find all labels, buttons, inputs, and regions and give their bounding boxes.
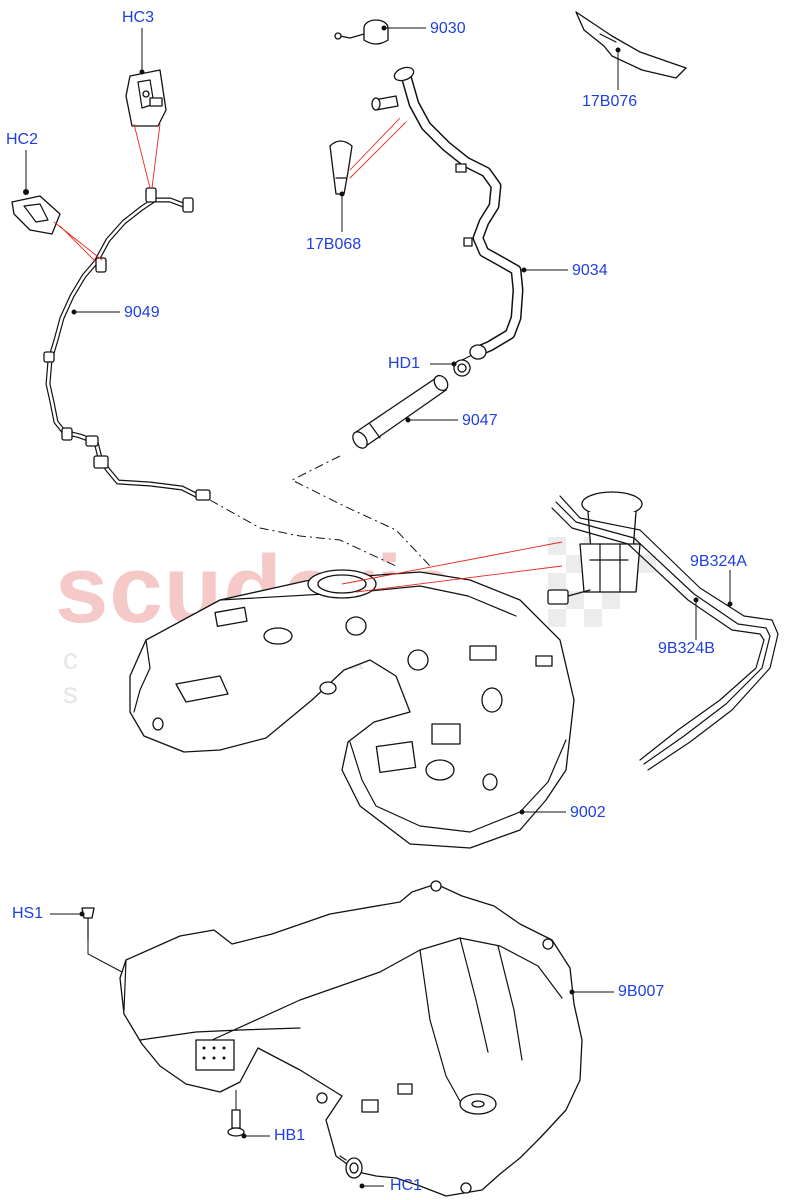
leader-lines [25, 25, 733, 1189]
hose-9049[interactable] [43, 187, 211, 501]
heat-shield-9b007[interactable] [119, 880, 583, 1197]
callout-17b068[interactable]: 17B068 [306, 236, 362, 253]
callout-hc1[interactable]: HC1 [390, 1177, 423, 1194]
route-line-9049 [209, 499, 397, 567]
clip-hc1[interactable] [339, 1155, 363, 1179]
callout-9b324b[interactable]: 9B324B [658, 640, 715, 657]
fuel-tank-9002[interactable] [129, 569, 575, 849]
filler-pipe-9034[interactable] [371, 65, 524, 360]
callout-hc3[interactable]: HC3 [122, 9, 155, 26]
bolt-hb1[interactable] [227, 1109, 245, 1137]
clip-hc2[interactable] [11, 189, 61, 235]
callout-9034[interactable]: 9034 [572, 262, 608, 279]
screw-hs1[interactable] [81, 907, 95, 941]
hose-9047[interactable] [350, 373, 451, 451]
callout-hs1[interactable]: HS1 [12, 905, 44, 922]
funnel-17b068[interactable] [329, 140, 353, 195]
callout-17b076[interactable]: 17B076 [582, 93, 638, 110]
callout-9047[interactable]: 9047 [462, 412, 498, 429]
callout-9b324a[interactable]: 9B324A [690, 553, 747, 570]
fuel-pump-module[interactable] [547, 491, 643, 605]
callout-9030[interactable]: 9030 [430, 20, 466, 37]
callout-hb1[interactable]: HB1 [274, 1127, 306, 1144]
highlight-lines [53, 117, 563, 593]
fuel-lines-9b324[interactable] [551, 495, 779, 771]
clamp-hd1[interactable] [453, 355, 471, 377]
callout-9002[interactable]: 9002 [570, 804, 606, 821]
route-line-9047 [290, 455, 431, 567]
callout-hd1[interactable]: HD1 [388, 355, 421, 372]
callout-hc2[interactable]: HC2 [6, 131, 39, 148]
filler-cap-9030[interactable] [334, 19, 389, 45]
callout-9049[interactable]: 9049 [124, 304, 160, 321]
bracket-17b076[interactable] [575, 11, 687, 79]
callout-9b007[interactable]: 9B007 [618, 983, 665, 1000]
clip-hc3[interactable] [125, 69, 167, 127]
